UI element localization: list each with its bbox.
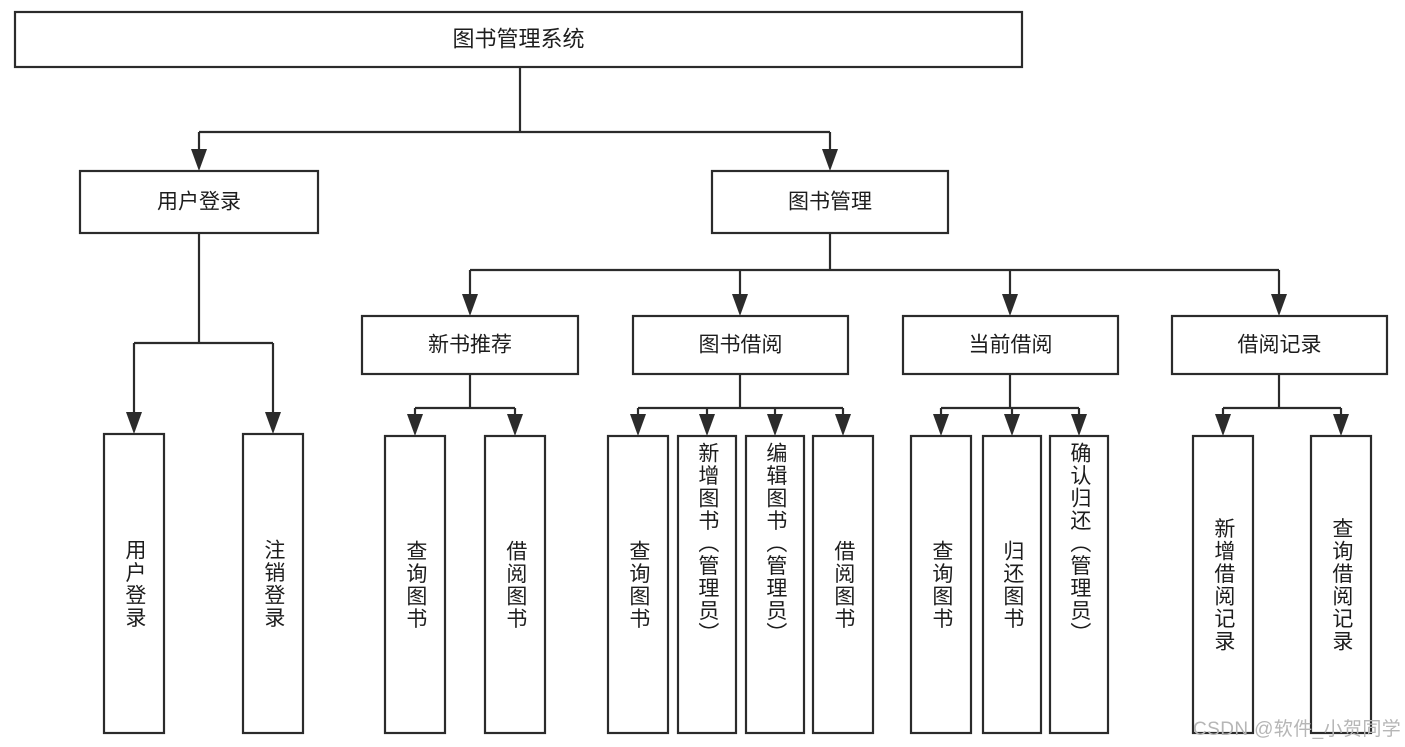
node-label-current-borrow: 当前借阅 xyxy=(969,334,1053,357)
arrow-head-icon xyxy=(933,414,949,436)
node-label-book-borrow: 图书借阅 xyxy=(699,334,783,357)
node-label-user-login: 用户登录 xyxy=(157,191,241,214)
node-box-current-borrow[interactable] xyxy=(901,314,1120,376)
node-box-leaf-add-book[interactable] xyxy=(676,434,738,735)
node-box-leaf-confirm-return[interactable] xyxy=(1048,434,1110,735)
arrow-head-icon xyxy=(462,294,478,316)
arrow-head-icon xyxy=(265,412,281,434)
node-box-book-borrow[interactable] xyxy=(631,314,850,376)
arrow-head-icon xyxy=(767,414,783,436)
arrow-head-icon xyxy=(822,149,838,171)
node-box-leaf-logout[interactable] xyxy=(241,432,305,735)
arrow-head-icon xyxy=(1215,414,1231,436)
arrow-head-icon xyxy=(191,149,207,171)
arrow-head-icon xyxy=(1271,294,1287,316)
node-box-leaf-return-book[interactable] xyxy=(981,434,1043,735)
node-box-leaf-borrow-book-rec[interactable] xyxy=(483,434,547,735)
node-box-leaf-edit-book[interactable] xyxy=(744,434,806,735)
node-box-leaf-add-borrow-record[interactable] xyxy=(1191,434,1255,735)
node-label-root: 图书管理系统 xyxy=(452,26,584,51)
arrow-head-icon xyxy=(507,414,523,436)
arrow-head-icon xyxy=(1333,414,1349,436)
arrow-head-icon xyxy=(407,414,423,436)
node-box-new-book-recommend[interactable] xyxy=(360,314,580,376)
node-label-new-book-recommend: 新书推荐 xyxy=(428,334,512,357)
connectors-layer xyxy=(126,67,1349,436)
arrow-head-icon xyxy=(699,414,715,436)
node-label-borrow-record: 借阅记录 xyxy=(1238,334,1322,357)
node-box-leaf-query-book-current[interactable] xyxy=(909,434,973,735)
node-box-leaf-query-borrow-record[interactable] xyxy=(1309,434,1373,735)
node-box-leaf-query-book-rec[interactable] xyxy=(383,434,447,735)
csdn-watermark: CSDN @软件_小贺同学 xyxy=(1193,719,1402,740)
arrow-head-icon xyxy=(1071,414,1087,436)
arrow-head-icon xyxy=(835,414,851,436)
arrow-head-icon xyxy=(630,414,646,436)
node-box-borrow-record[interactable] xyxy=(1170,314,1389,376)
arrow-head-icon xyxy=(126,412,142,434)
arrow-head-icon xyxy=(1002,294,1018,316)
node-box-leaf-user-login[interactable] xyxy=(102,432,166,735)
node-label-book-management: 图书管理 xyxy=(788,191,872,214)
node-box-leaf-borrow-book[interactable] xyxy=(811,434,875,735)
node-box-book-management[interactable] xyxy=(710,169,950,235)
node-box-user-login[interactable] xyxy=(78,169,320,235)
node-box-leaf-query-book-borrow[interactable] xyxy=(606,434,670,735)
arrow-head-icon xyxy=(732,294,748,316)
node-box-root[interactable] xyxy=(13,10,1024,69)
arrow-head-icon xyxy=(1004,414,1020,436)
node-boxes-layer xyxy=(13,10,1389,735)
